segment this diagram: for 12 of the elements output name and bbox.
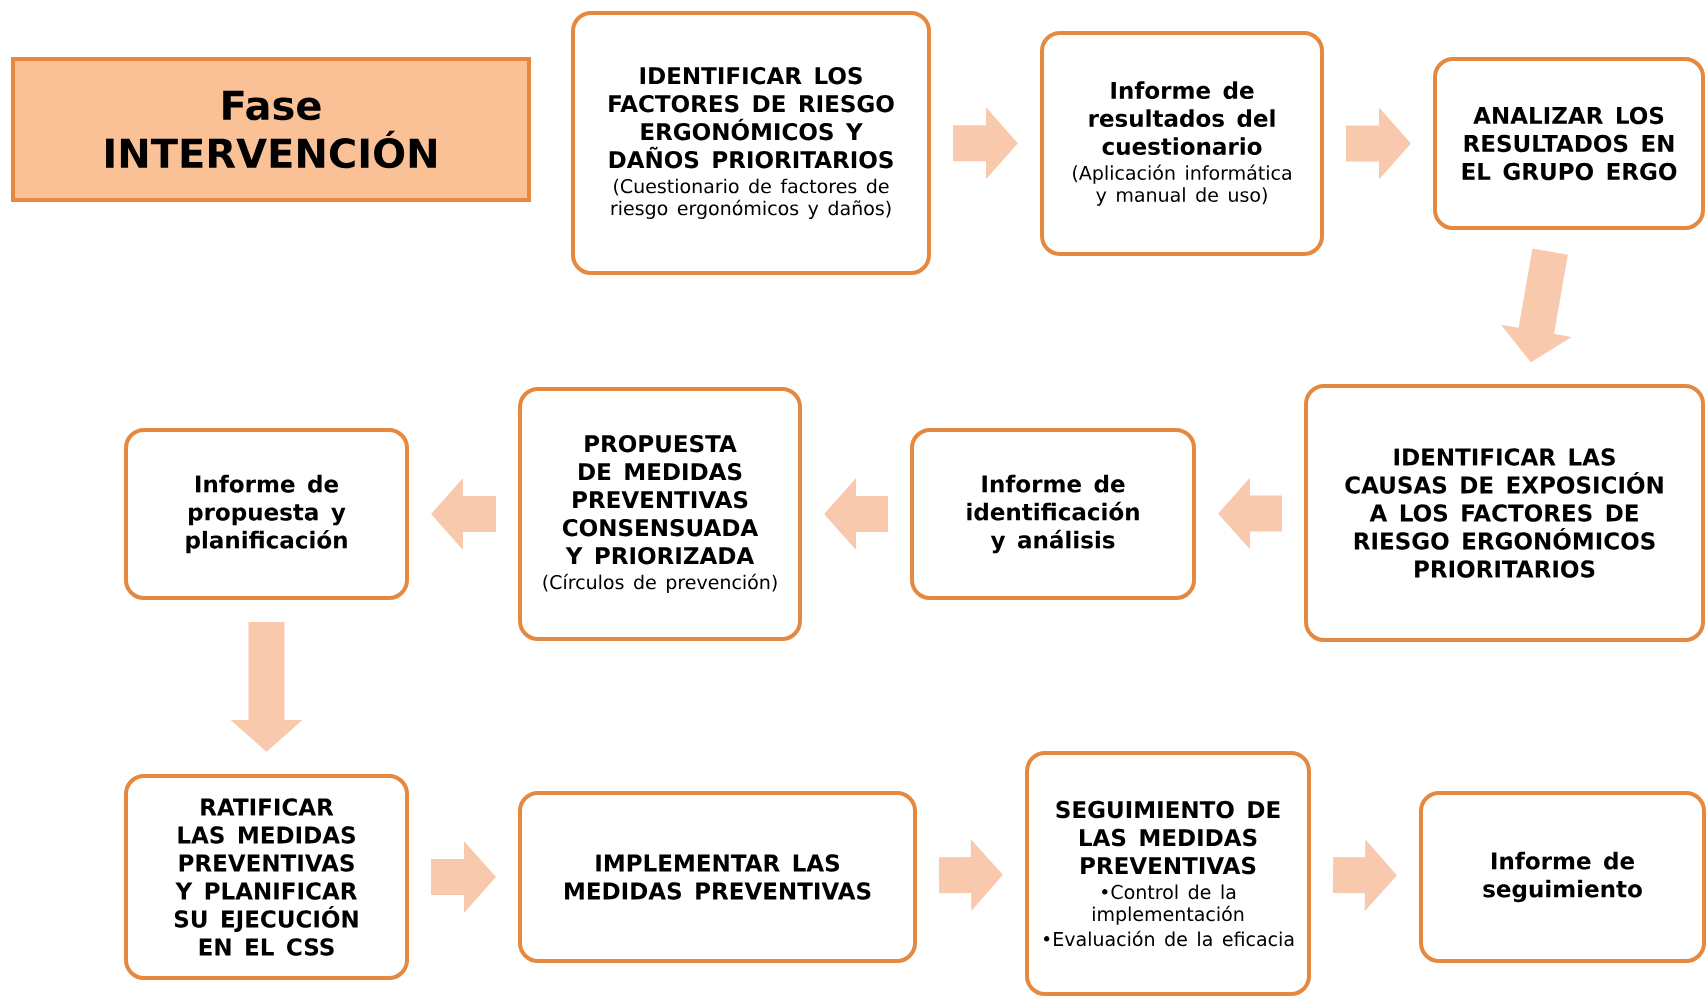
process-box: IDENTIFICAR LOS FACTORES DE RIESGO ERGONÓMICOS Y DAÑOS PRIORITARIOS (Cuestionario de factores de riesgo ergonómicos y daños) xyxy=(571,11,931,275)
process-box: SEGUIMIENTO DE LAS MEDIDAS PREVENTIVAS •Control de la implementación •Evaluación de la eficacia xyxy=(1025,751,1311,996)
process-box: RATIFICAR LAS MEDIDAS PREVENTIVAS Y PLANIFICAR SU EJECUCIÓN EN EL CSS xyxy=(124,774,409,980)
process-box: Informe de resultados del cuestionario (Aplicación informática y manual de uso) xyxy=(1040,31,1324,256)
process-box: IMPLEMENTAR LAS MEDIDAS PREVENTIVAS xyxy=(518,791,917,963)
process-box: PROPUESTA DE MEDIDAS PREVENTIVAS CONSENSUADA Y PRIORIZADA (Círculos de prevención) xyxy=(518,387,802,641)
phase-title-box: Fase INTERVENCIÓN xyxy=(11,57,531,202)
process-box: Informe de propuesta y planificación xyxy=(124,428,409,600)
process-box: Informe de seguimiento xyxy=(1419,791,1707,963)
process-box: IDENTIFICAR LAS CAUSAS DE EXPOSICIÓN A LOS FACTORES DE RIESGO ERGONÓMICOS PRIORITARIOS xyxy=(1304,384,1706,642)
process-box: ANALIZAR LOS RESULTADOS EN EL GRUPO ERGO xyxy=(1433,57,1706,230)
process-box: Informe de identificación y análisis xyxy=(910,428,1196,600)
